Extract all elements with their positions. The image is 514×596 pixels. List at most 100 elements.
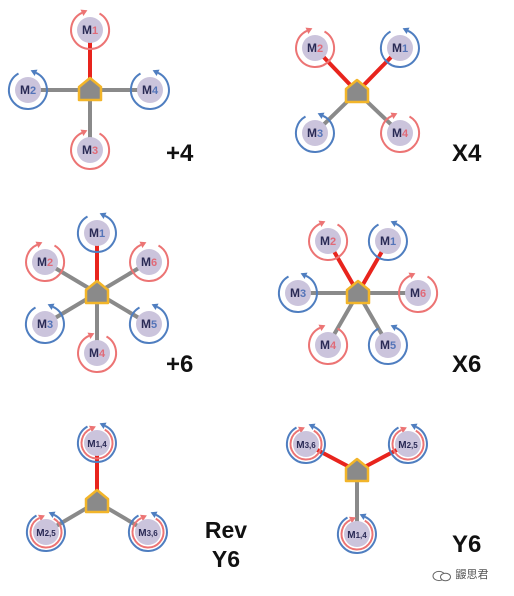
motor-disk [387, 120, 413, 146]
motor-label-m: M [307, 41, 317, 55]
arrowhead-cw [38, 514, 45, 522]
ring-ccw [379, 29, 420, 68]
motor-label-m: M [89, 226, 99, 240]
motor-label-m: M [296, 440, 304, 451]
motor-label: M4 [89, 346, 106, 360]
motor-label: M1,4 [87, 439, 107, 450]
arrowhead-ccw [150, 511, 158, 518]
motor-disk [135, 519, 161, 545]
arrowhead-ccw [390, 324, 398, 331]
motor-disk [84, 340, 110, 366]
arrowhead-ccw [317, 112, 325, 119]
motor: M1 [76, 212, 117, 253]
frame-body [344, 457, 370, 483]
arrowhead-cw [318, 220, 326, 227]
motor: M4 [129, 69, 170, 110]
motor-disk [302, 35, 328, 61]
arrowhead-cw [80, 9, 88, 16]
motor-label-num: 1 [390, 236, 396, 248]
arrowhead-ccw [410, 423, 418, 430]
motor-disk [344, 521, 370, 547]
motor-label: M3,6 [138, 528, 158, 539]
motor-label-num: 2 [330, 236, 336, 248]
motor-label-num: 6 [420, 288, 426, 300]
frame-label-rev-y6-line2: Y6 [211, 546, 241, 572]
wechat-icon [432, 570, 452, 581]
arrowhead-ccw [300, 272, 308, 279]
motor-label: M3,6 [296, 440, 316, 451]
arrowhead-cw [408, 272, 416, 279]
motor-label-m: M [141, 255, 151, 269]
motor: M2 [308, 220, 349, 261]
motor: M4 [380, 112, 421, 153]
motor-label-m: M [320, 234, 330, 248]
frame-label-x6: X6 [452, 351, 482, 378]
motor-label: M3 [307, 126, 323, 140]
motor-label: M6 [410, 286, 426, 300]
motor: M6 [129, 241, 170, 282]
ring-ccw [129, 71, 170, 110]
frame-label-plus4: +4 [166, 140, 194, 167]
arrowhead-cw [349, 516, 356, 524]
motor-label: M5 [380, 338, 396, 352]
motor-disk [84, 430, 110, 456]
ring-ccw [277, 274, 318, 313]
motor: M1 [367, 220, 408, 261]
frame-body [345, 279, 371, 305]
arrowhead-ccw [99, 422, 107, 429]
motor-label: M3 [37, 317, 53, 331]
ring-ccw [24, 305, 65, 344]
motor: M2 [7, 69, 48, 110]
motor: M3 [277, 272, 318, 313]
motor-label-m: M [82, 23, 92, 37]
motor-label-m: M [410, 286, 420, 300]
motor-disk [405, 280, 431, 306]
arrowhead-ccw [390, 220, 398, 227]
motor: M1 [70, 9, 111, 50]
motor-label-m: M [392, 41, 402, 55]
motor-label: M3 [82, 143, 98, 157]
frame-label-rev-y6-line1: Rev [204, 517, 248, 543]
ring-ccw [336, 515, 377, 554]
motor-label-num: 4 [330, 340, 337, 352]
motor-label-m: M [290, 286, 300, 300]
arrowhead-cw [89, 425, 96, 433]
motor-label-m: M [36, 528, 44, 539]
arrowhead-ccw [359, 513, 367, 520]
motor-disk [285, 280, 311, 306]
frame-body [84, 488, 110, 514]
ring-cw [131, 517, 165, 549]
ring-cw [25, 243, 66, 282]
motor-disk [77, 17, 103, 43]
motor: M1,4 [76, 422, 117, 463]
motor-label-num: 5 [151, 319, 157, 331]
motor-label: M4 [142, 83, 159, 97]
watermark: 鼹思君 [432, 566, 489, 582]
ring-ccw [285, 425, 326, 464]
motor-label: M4 [392, 126, 409, 140]
frame-body [77, 76, 103, 102]
motor-label-m: M [347, 530, 355, 541]
motor-label-num: 2,5 [45, 529, 57, 538]
motor-label-num: 3 [92, 145, 98, 157]
ring-cw [70, 11, 111, 50]
motor-label-m: M [141, 317, 151, 331]
motor-label: M5 [141, 317, 157, 331]
motor-label: M2,5 [398, 440, 418, 451]
motor-label-num: 1 [92, 25, 98, 37]
motor-label: M2 [307, 41, 323, 55]
motor: M4 [77, 332, 118, 373]
motor-label-num: 3,6 [305, 441, 317, 450]
motor-label: M1 [89, 226, 105, 240]
motor-label-num: 1,4 [96, 440, 108, 449]
motor-label-m: M [138, 528, 146, 539]
motor-label: M1,4 [347, 530, 367, 541]
arrowhead-ccw [47, 303, 55, 310]
motor-label-num: 1,4 [356, 531, 368, 540]
motor-label-num: 4 [99, 348, 106, 360]
ring-cw [70, 131, 111, 170]
